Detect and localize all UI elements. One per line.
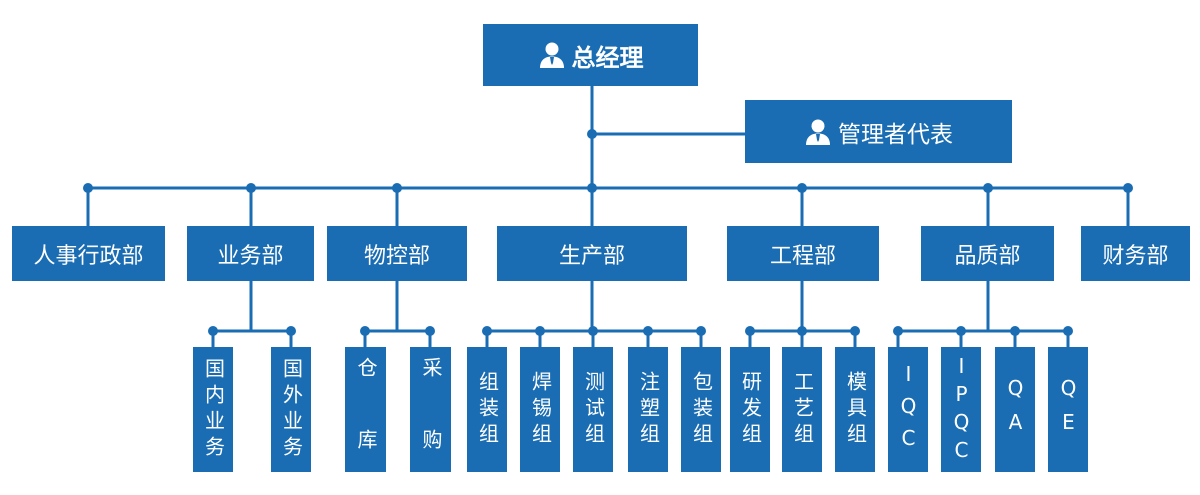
dept-engineering: 工程部 [727, 226, 879, 281]
dept-production: 生产部 [497, 226, 687, 281]
unit-label: IQC [896, 361, 921, 458]
dept-label: 工程部 [769, 243, 836, 269]
management-representative-label: 管理者代表 [838, 121, 953, 148]
unit-label: 组装组 [475, 370, 500, 449]
dept-label: 人事行政部 [33, 243, 144, 269]
general-manager-label: 总经理 [571, 43, 644, 72]
unit-label: QE [1056, 375, 1081, 444]
dept-label: 财务部 [1102, 243, 1169, 269]
dept-quality: 品质部 [921, 226, 1054, 281]
unit-packaging: 包装组 [681, 347, 721, 472]
unit-label: 仓 库 [354, 356, 378, 463]
dept-label: 业务部 [217, 243, 284, 269]
dept-hr: 人事行政部 [12, 226, 165, 281]
dept-label: 生产部 [558, 243, 625, 269]
unit-process: 工艺组 [782, 347, 822, 472]
unit-label: 焊锡组 [528, 370, 553, 449]
unit-warehouse: 仓 库 [345, 347, 386, 472]
dept-label: 物控部 [363, 243, 430, 269]
unit-testing: 测试组 [573, 347, 613, 472]
general-manager-box: 总经理 [483, 24, 698, 86]
unit-ipqc: IPQC [941, 347, 981, 472]
unit-label: IPQC [949, 353, 974, 466]
management-representative-box: 管理者代表 [745, 100, 1012, 163]
unit-injection-molding: 注塑组 [628, 347, 668, 472]
dept-materials: 物控部 [327, 226, 467, 281]
unit-label: 测试组 [581, 370, 606, 449]
unit-label: 国内业务 [201, 357, 226, 462]
dept-sales: 业务部 [187, 226, 314, 281]
dept-label: 品质部 [954, 243, 1021, 269]
unit-label: 模具组 [843, 370, 868, 449]
unit-label: 研发组 [738, 370, 763, 449]
unit-purchasing: 采 购 [410, 347, 451, 472]
unit-label: QA [1003, 375, 1028, 444]
unit-international-business: 国外业务 [271, 347, 311, 472]
unit-soldering: 焊锡组 [520, 347, 560, 472]
unit-label: 包装组 [689, 370, 714, 449]
unit-qa: QA [995, 347, 1035, 472]
unit-iqc: IQC [888, 347, 928, 472]
unit-label: 工艺组 [790, 370, 815, 449]
unit-assembly: 组装组 [467, 347, 507, 472]
unit-mold: 模具组 [835, 347, 875, 472]
unit-rnd: 研发组 [730, 347, 770, 472]
person-icon [804, 118, 832, 146]
unit-label: 注塑组 [636, 370, 661, 449]
unit-label: 采 购 [419, 356, 443, 463]
dept-finance: 财务部 [1081, 226, 1190, 281]
unit-label: 国外业务 [279, 357, 304, 462]
person-icon [538, 41, 566, 69]
unit-domestic-business: 国内业务 [193, 347, 233, 472]
unit-qe: QE [1048, 347, 1088, 472]
